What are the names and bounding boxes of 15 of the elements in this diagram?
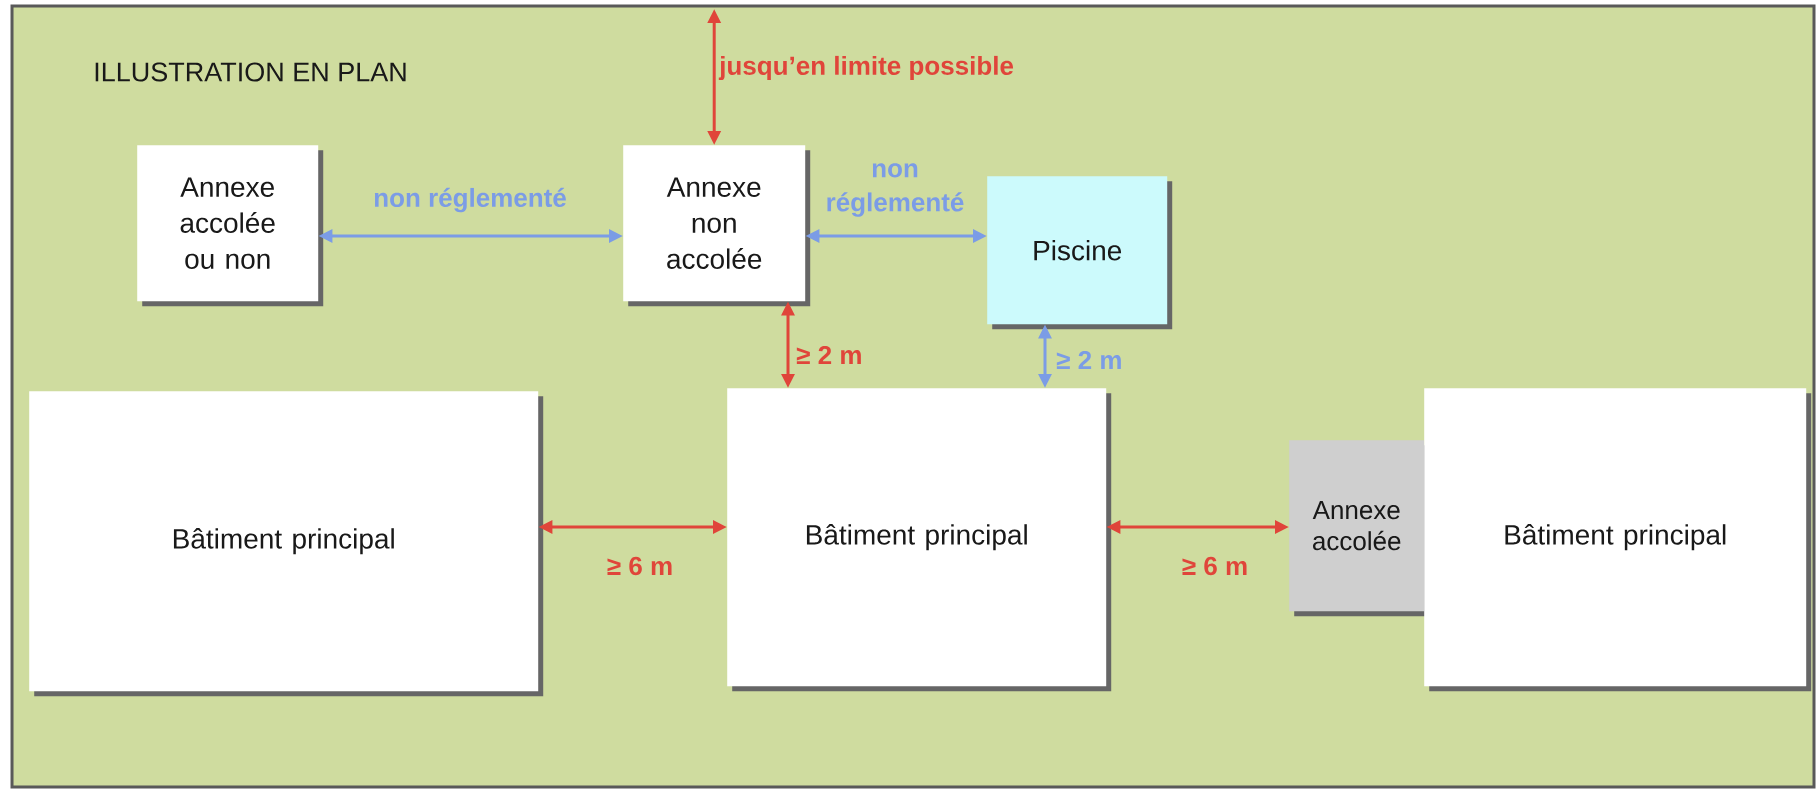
edge-label: ≥ 2 m xyxy=(1056,350,1121,370)
annex-box: Annexe accolée xyxy=(1289,440,1430,617)
annex-box: Annexe accolée ou non xyxy=(137,145,324,307)
pool-box: Piscine xyxy=(987,176,1173,330)
building-box: Bâtiment principal xyxy=(29,391,544,697)
annex-box: Annexe non accolée xyxy=(623,145,811,307)
title: ILLUSTRATION EN PLAN xyxy=(95,62,406,82)
building-box: Bâtiment principal xyxy=(727,388,1112,692)
building-box: Bâtiment principal xyxy=(1424,388,1812,692)
edge-label: jusqu’en limite possible xyxy=(718,55,1014,81)
edge-label: non réglementé xyxy=(374,187,566,213)
edge-label: ≥ 2 m xyxy=(796,345,861,365)
edge-label: ≥ 6 m xyxy=(607,556,672,576)
edge-label: ≥ 6 m xyxy=(1182,556,1247,576)
edge-label: non réglementé xyxy=(827,163,964,217)
